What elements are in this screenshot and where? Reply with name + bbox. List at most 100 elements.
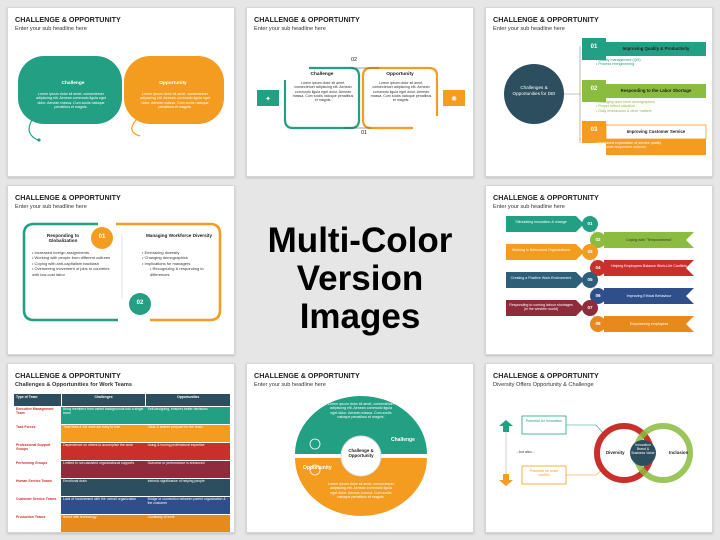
slide-subtitle: Enter your sub headline here [493, 204, 565, 210]
center-label: Innovation Brand & Business Value [631, 443, 655, 455]
badge-01 [91, 227, 113, 249]
challenge-cell: Time lines & the work are easy to lose [61, 425, 146, 442]
step-number: 05 [587, 277, 593, 282]
step-number: 08 [595, 321, 601, 326]
list-item: • Overseeing movement of jobs to countri… [32, 266, 110, 277]
badge-02-label: 02 [136, 300, 144, 306]
slide-subtitle: Enter your sub headline here [493, 26, 565, 32]
dei-circle [504, 64, 564, 124]
left-list: • Increased foreign assignments • Workin… [32, 250, 112, 277]
list-subitem: • Recognizing & responding to difference… [150, 266, 204, 277]
multi-color-heading: Multi-Color Version Images [240, 222, 480, 336]
slide-title: CHALLENGE & OPPORTUNITY [493, 193, 599, 202]
opportunity-cell: Using & honing professional expertise [145, 443, 230, 460]
opportunity-cell: Bridge or connection between parent orga… [145, 497, 230, 514]
slide-5-thumbnail[interactable]: CHALLENGE & OPPORTUNITY Enter your sub h… [485, 185, 713, 355]
step-text: Coping with "Temporariness" [626, 238, 672, 242]
down-arrow-icon [499, 474, 513, 486]
header-cell: Type of Team [14, 394, 61, 406]
slide-8-thumbnail[interactable]: CHALLENGE & OPPORTUNITY Diversity Offers… [485, 363, 713, 533]
eight-step-diagram [506, 216, 694, 332]
slide-title: CHALLENGE & OPPORTUNITY [254, 371, 360, 380]
step-number: 01 [587, 221, 593, 226]
slide-1-thumbnail[interactable]: CHALLENGE & OPPORTUNITY Enter your sub h… [7, 7, 235, 177]
item-bullets: • Increased expectation of service quali… [596, 141, 661, 150]
slide-title: CHALLENGE & OPPORTUNITY [15, 193, 121, 202]
right-heading: Managing Workforce Diversity [145, 233, 213, 238]
opportunity-body: Lorem ipsum dolor sit amet, consectetuer… [328, 482, 394, 499]
split-circle-diagram [293, 396, 429, 516]
diversity-label: Diversity [606, 450, 625, 455]
item-heading: Responding to the Labor Shortage [620, 88, 692, 93]
slide-title: CHALLENGE & OPPORTUNITY [15, 15, 121, 24]
bullet: • Daily endeavours & other matters [596, 108, 652, 113]
opportunity-label: Opportunity [159, 81, 187, 86]
dei-circle-label: Challenges & Opportunities for DEI [512, 85, 556, 96]
step-text: Working in Networked Organizations [511, 248, 571, 252]
item-heading: Improving Customer Service [626, 129, 686, 134]
step-text: Stimulating innovation & change [515, 220, 567, 224]
challenge-cell: Dependence on others to accomplish the w… [61, 443, 146, 460]
slide-7-thumbnail[interactable]: CHALLENGE & OPPORTUNITY Enter your sub h… [246, 363, 474, 533]
chart-icon [309, 438, 321, 450]
opportunity-body: Lorem ipsum dolor sit amet, consectetuer… [370, 81, 432, 103]
slide-subtitle: Challenges & Opportunities for Work Team… [15, 382, 132, 388]
step-text: Responding to coming labour shortages (i… [509, 303, 573, 312]
sun-icon: ✺ [451, 95, 457, 103]
step-number: 02 [595, 237, 601, 242]
list-item: • Changing demographics [142, 255, 188, 261]
number-01: 01 [361, 130, 368, 136]
slide-2-thumbnail[interactable]: CHALLENGE & OPPORTUNITY Enter your sub h… [246, 7, 474, 177]
slide-4-thumbnail[interactable]: CHALLENGE & OPPORTUNITY Enter your sub h… [7, 185, 235, 355]
opportunity-label: Opportunity [303, 465, 332, 471]
item-number-01: 01 [590, 44, 598, 50]
challenge-body: Lorem ipsum dolor sit amet, consectetuer… [36, 92, 106, 109]
challenge-opportunity-diagram [18, 56, 224, 142]
challenge-half [295, 396, 427, 454]
opportunity-cell: Outcome or performance is enhanced [145, 461, 230, 478]
slide-3-thumbnail[interactable]: CHALLENGE & OPPORTUNITY Enter your sub h… [485, 7, 713, 177]
left-heading: Responding to Globalization [46, 233, 80, 243]
slide-title: CHALLENGE & OPPORTUNITY [493, 15, 599, 24]
header-cell: Opportunities [145, 394, 231, 406]
item-heading: Improving Quality & Productivity [622, 46, 690, 51]
badge-02 [129, 293, 151, 315]
bullet: • Customer responsive cultures [596, 145, 646, 150]
step-text: Helping Employees Balance Work-Life Conf… [610, 264, 688, 268]
challenge-body: Lorem ipsum dolor sit amet, consectetuer… [328, 402, 394, 419]
opportunity-blob [124, 56, 224, 124]
step-text: Improving Ethical Behaviour [626, 294, 672, 298]
bullet: • Proper reflect valuation [596, 104, 636, 109]
slide-6-thumbnail[interactable]: CHALLENGE & OPPORTUNITY Challenges & Opp… [7, 363, 235, 533]
challenge-label: Challenge [391, 437, 415, 443]
list-item: • Coping with anti-capitalism backlash [32, 260, 99, 266]
team-type-cell: Performing Groups [14, 461, 62, 478]
globalization-diagram [22, 222, 222, 322]
slide-title: CHALLENGE & OPPORTUNITY [15, 371, 121, 380]
item-number-02: 02 [590, 86, 598, 92]
two-box-diagram: ✦ ✺ [257, 66, 465, 130]
table-header-row: Type of Team Challenges Opportunities [14, 394, 231, 406]
bullet: • Changing work force demographics [596, 100, 655, 104]
slide-subtitle: Enter your sub headline here [15, 204, 87, 210]
opportunity-cell: Intrinsic significance of helping people [145, 479, 230, 496]
list-item: • Increased foreign assignments [32, 250, 89, 255]
heading-line-1: Multi-Color [267, 221, 453, 260]
but-also-text: ...but also... [516, 450, 535, 454]
work-teams-table: Type of Team Challenges Opportunities Ex… [14, 394, 231, 532]
list-item: • Embracing diversity [142, 250, 180, 255]
center-circle [630, 440, 656, 466]
target-icon [309, 464, 321, 476]
step-number: 06 [595, 293, 601, 298]
opportunity-label: Opportunity [386, 72, 414, 77]
team-type-cell: Human Service Teams [14, 479, 62, 496]
table-row: Performing Groups Limited to non-assiste… [14, 460, 230, 478]
step-text: Empowering employees [629, 322, 669, 326]
step-number: 07 [587, 305, 593, 310]
step-text: Creating a Positive Work Environment [510, 276, 572, 280]
diversity-inclusion-diagram [499, 415, 693, 486]
number-02: 02 [351, 57, 358, 63]
opportunity-body: Lorem ipsum dolor sit amet, consectetuer… [140, 92, 210, 109]
step-number: 04 [595, 265, 601, 270]
item-bullets: • Quality management (QM) • Process reen… [596, 58, 641, 67]
